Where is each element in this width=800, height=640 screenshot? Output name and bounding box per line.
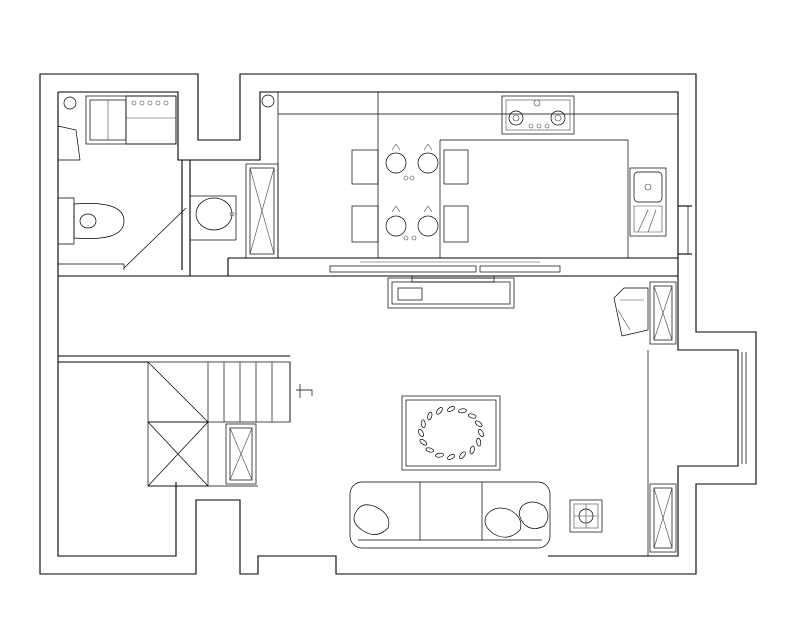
- console-cabinet: [387, 277, 515, 309]
- plate-icon: [417, 215, 439, 237]
- kitchen-sink: [629, 167, 667, 237]
- leaf-icon: [467, 413, 477, 419]
- sink-basin-icon: [633, 171, 663, 203]
- cabinet-lower: [649, 483, 677, 553]
- sliding-door: [479, 265, 561, 273]
- cabinet-upper: [649, 281, 677, 345]
- tv-screen: [411, 275, 495, 283]
- staircase: [147, 361, 313, 487]
- side-table: [569, 499, 603, 533]
- plate-icon: [385, 152, 407, 174]
- leaf-icon: [447, 406, 455, 412]
- dining-set: [351, 143, 469, 243]
- shower-screen: [123, 207, 187, 269]
- floor-drain-icon: [63, 96, 77, 110]
- stair-run-top: [147, 361, 291, 423]
- leaf-icon: [447, 454, 455, 460]
- pillow-icon: [484, 507, 522, 538]
- stair-arrow-icon: [296, 384, 313, 398]
- leaf-icon: [418, 429, 424, 437]
- living-room: [349, 395, 603, 549]
- leaf-icon: [435, 452, 444, 458]
- chair-icon: [351, 149, 379, 185]
- inner-wall-left: [57, 92, 177, 557]
- appliance-icon: [613, 287, 649, 337]
- leaf-icon: [469, 445, 475, 455]
- chair-icon: [443, 149, 469, 185]
- leaf-icon: [427, 411, 433, 421]
- wash-basin-icon: [195, 197, 233, 231]
- leaf-icon: [459, 451, 466, 459]
- plate-icon: [417, 152, 439, 174]
- burner-icon: [550, 110, 566, 126]
- plate-icon: [385, 215, 407, 237]
- pillow-icon: [353, 504, 390, 535]
- outer-wall: [39, 73, 757, 575]
- countertop: [277, 92, 678, 115]
- closet: [245, 163, 279, 259]
- toilet-bowl-icon: [73, 203, 125, 239]
- washing-machine: [85, 95, 177, 145]
- leaf-icon: [420, 419, 426, 429]
- chair-icon: [351, 205, 379, 243]
- bathroom: [57, 95, 237, 270]
- chair-icon: [443, 205, 469, 243]
- pillow-icon: [519, 501, 549, 529]
- leaf-icon: [436, 407, 443, 415]
- control-knob-icon: [533, 99, 541, 107]
- leaf-icon: [458, 408, 467, 414]
- walls: [39, 73, 757, 575]
- sliding-door: [329, 265, 477, 273]
- inner-wall-top-right: [58, 91, 739, 557]
- flower-arrangement-icon: [418, 406, 484, 460]
- kitchen-drain-icon: [261, 94, 275, 108]
- stair-closet: [225, 423, 257, 485]
- kitchen: [261, 92, 678, 273]
- leaf-icon: [478, 429, 484, 437]
- control-knob-icon: [131, 100, 137, 106]
- toilet-tank: [58, 197, 75, 245]
- side-cabinets: [613, 281, 747, 556]
- leaf-icon: [425, 447, 435, 453]
- sofa: [349, 481, 551, 549]
- tv-console: [387, 275, 515, 309]
- burner-icon: [508, 110, 524, 126]
- leaf-icon: [474, 420, 483, 428]
- bath-cabinet: [57, 125, 81, 161]
- leaf-icon: [419, 438, 428, 446]
- stove: [501, 95, 575, 135]
- coffee-table: [401, 395, 501, 471]
- vanity: [189, 195, 237, 241]
- leaf-icon: [476, 437, 482, 447]
- landing-diagonal: [147, 361, 209, 423]
